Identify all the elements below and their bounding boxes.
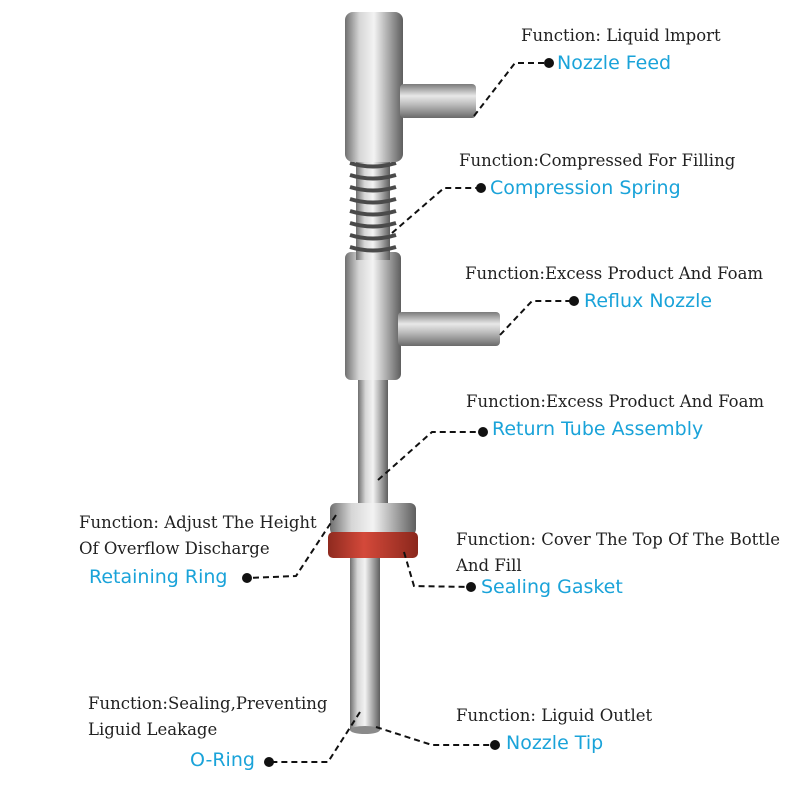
function-sealing-gasket-line1: Function: Cover The Top Of The Bottle <box>456 530 780 549</box>
valve-illustration <box>328 12 500 734</box>
lower-nozzle-tube <box>350 555 380 730</box>
leader-reflux-nozzle <box>499 300 573 336</box>
dot-compression-spring <box>476 183 486 193</box>
part-label-sealing-gasket: Sealing Gasket <box>481 576 623 598</box>
dot-return-tube-assembly <box>478 427 488 437</box>
leader-dots <box>242 58 579 767</box>
function-retaining-ring-line2: Of Overflow Discharge <box>79 539 270 558</box>
function-return-tube-assembly: Function:Excess Product And Foam <box>466 392 765 411</box>
reflux-nozzle-tube <box>398 312 500 346</box>
return-tube <box>358 365 388 510</box>
function-nozzle-tip: Function: Liguid Outlet <box>456 706 653 725</box>
part-label-compression-spring: Compression Spring <box>490 177 681 199</box>
dot-sealing-gasket <box>466 582 476 592</box>
function-nozzle-feed: Function: Liquid lmport <box>521 26 721 45</box>
leader-o-ring <box>270 711 361 763</box>
lower-body <box>345 252 401 380</box>
leader-compression-spring <box>391 187 480 234</box>
function-reflux-nozzle: Function:Excess Product And Foam <box>465 264 764 283</box>
part-label-retaining-ring: Retaining Ring <box>89 566 228 588</box>
function-retaining-ring-line1: Function: Adjust The Height <box>79 513 317 532</box>
sealing-gasket-shape <box>328 532 418 558</box>
nozzle-feed-tube <box>400 84 476 118</box>
leader-return-tube-assembly <box>377 431 482 481</box>
function-compression-spring: Function:Compressed For Filling <box>459 151 736 170</box>
leader-lines <box>247 62 573 763</box>
part-label-o-ring: O-Ring <box>190 749 255 771</box>
part-label-reflux-nozzle: Reflux Nozzle <box>584 290 713 312</box>
function-o-ring-line2: Liguid Leakage <box>88 720 218 739</box>
part-label-return-tube-assembly: Return Tube Assembly <box>492 418 704 440</box>
function-sealing-gasket-line2: And Fill <box>456 556 522 575</box>
upper-body <box>345 12 403 162</box>
leader-nozzle-feed <box>473 62 548 117</box>
part-label-nozzle-tip: Nozzle Tip <box>506 732 604 754</box>
dot-nozzle-tip <box>490 740 500 750</box>
dot-retaining-ring <box>242 573 252 583</box>
dot-nozzle-feed <box>544 58 554 68</box>
part-label-nozzle-feed: Nozzle Feed <box>557 52 672 74</box>
nozzle-tip-end <box>350 726 380 734</box>
dot-reflux-nozzle <box>569 296 579 306</box>
leader-sealing-gasket <box>403 551 471 588</box>
leader-retaining-ring <box>247 514 337 579</box>
retaining-ring-shape <box>330 503 416 535</box>
function-o-ring-line1: Function:Sealing,Preventing <box>88 694 328 713</box>
leader-nozzle-tip <box>375 726 494 746</box>
dot-o-ring <box>264 757 274 767</box>
compression-spring-shape <box>349 150 397 260</box>
